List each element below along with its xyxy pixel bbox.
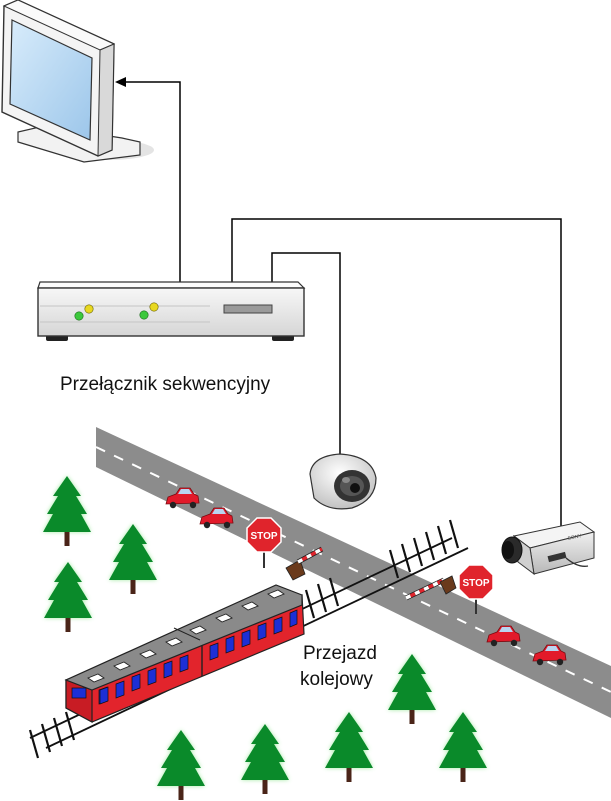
barrier-icon	[404, 575, 457, 601]
led-green	[139, 310, 149, 320]
arrow-head-icon	[115, 77, 126, 87]
tree-icon	[109, 524, 157, 594]
sequential-switch-icon	[37, 281, 306, 341]
stop-sign-icon: STOP	[458, 564, 494, 614]
road	[95, 427, 611, 718]
led-yellow	[84, 304, 94, 314]
crossing-label-line2: kolejowy	[300, 669, 373, 690]
tree-icon	[439, 712, 487, 782]
box-camera-icon: SONY	[501, 521, 596, 576]
cables	[115, 77, 562, 532]
led-yellow	[149, 302, 159, 312]
stop-sign-label: STOP	[462, 578, 489, 589]
monitor-icon	[1, 0, 154, 163]
dome-camera-icon	[309, 453, 377, 510]
switch-label: Przełącznik sekwencyjny	[60, 374, 271, 395]
tree-icon	[241, 724, 289, 794]
camera-brand: SONY	[567, 533, 583, 542]
crossing-label-line1: Przejazd	[303, 643, 377, 664]
cable-switch-to-box-camera	[231, 218, 562, 532]
cable-switch-to-monitor	[124, 81, 181, 282]
tree-icon	[325, 712, 373, 782]
tree-icon	[43, 476, 91, 546]
tree-icon	[388, 654, 436, 724]
cable-switch-to-dome-camera	[271, 252, 341, 455]
stop-sign-label: STOP	[250, 531, 277, 542]
switch-slot	[223, 304, 273, 314]
tree-icon	[44, 562, 92, 632]
barrier-icon	[285, 546, 324, 581]
tree-icon	[157, 730, 205, 800]
train-icon	[64, 584, 305, 724]
stop-sign-icon: STOP	[246, 517, 282, 568]
led-green	[74, 311, 84, 321]
